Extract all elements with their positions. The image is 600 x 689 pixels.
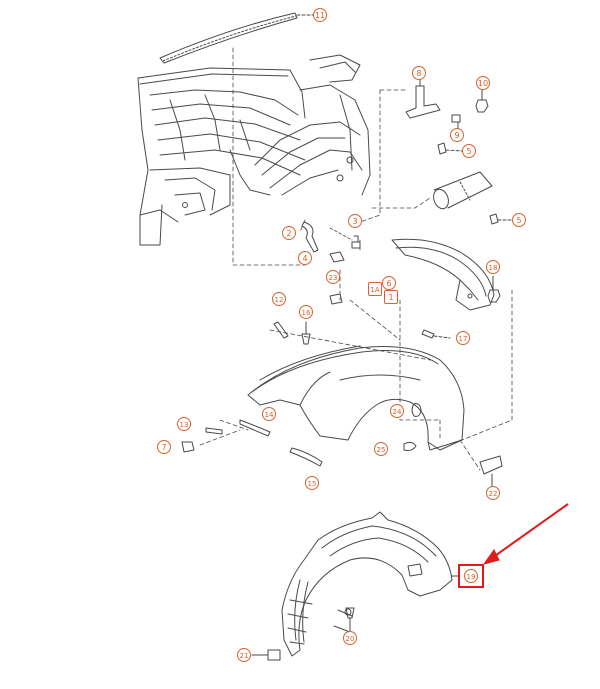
trim-strip-part bbox=[159, 12, 314, 64]
callout-22[interactable]: 22 bbox=[486, 486, 500, 500]
wheel-liner-upper-part bbox=[391, 238, 495, 311]
callout-10[interactable]: 10 bbox=[476, 76, 490, 90]
callout-20[interactable]: 20 bbox=[343, 631, 357, 645]
callout-6[interactable]: 6 bbox=[382, 276, 396, 290]
callout-18[interactable]: 18 bbox=[486, 260, 500, 274]
plate-part bbox=[479, 455, 503, 475]
callout-23[interactable]: 23 bbox=[326, 270, 340, 284]
screw-part bbox=[345, 607, 355, 619]
strip-part bbox=[239, 419, 271, 437]
callout-12[interactable]: 12 bbox=[272, 292, 286, 306]
strip-part bbox=[273, 321, 289, 339]
callout-1a[interactable]: 1A bbox=[368, 282, 382, 296]
callout-14[interactable]: 14 bbox=[262, 407, 276, 421]
callout-24[interactable]: 24 bbox=[390, 404, 404, 418]
callout-16[interactable]: 16 bbox=[299, 305, 313, 319]
callout-8[interactable]: 8 bbox=[412, 66, 426, 80]
highlight-box bbox=[458, 564, 484, 588]
front-fender-part bbox=[247, 345, 465, 451]
bolt-part bbox=[351, 235, 361, 249]
body-structure bbox=[137, 54, 371, 246]
clip-part bbox=[329, 251, 345, 263]
strut-part bbox=[433, 171, 493, 210]
callout-17[interactable]: 17 bbox=[456, 331, 470, 345]
clip-part bbox=[437, 142, 447, 155]
clip-part bbox=[267, 649, 281, 661]
bolt-part bbox=[451, 114, 461, 131]
hose-part bbox=[301, 221, 319, 253]
callout-25[interactable]: 25 bbox=[374, 442, 388, 456]
callout-7[interactable]: 7 bbox=[157, 440, 171, 454]
callout-1[interactable]: 1 bbox=[384, 290, 398, 304]
callout-13[interactable]: 13 bbox=[177, 417, 191, 431]
nut-part bbox=[487, 289, 501, 303]
screw-part bbox=[301, 333, 311, 345]
callout-3[interactable]: 3 bbox=[348, 214, 362, 228]
callout-21[interactable]: 21 bbox=[237, 648, 251, 662]
callout-9[interactable]: 9 bbox=[450, 128, 464, 142]
grommet-part bbox=[403, 441, 417, 451]
bolt-part bbox=[181, 441, 195, 453]
highlight-arrow bbox=[482, 503, 569, 565]
callout-5[interactable]: 5 bbox=[462, 144, 476, 158]
bracket-part bbox=[405, 79, 441, 119]
callout-4[interactable]: 4 bbox=[298, 251, 312, 265]
callout-15[interactable]: 15 bbox=[305, 476, 319, 490]
grommet-part bbox=[411, 403, 422, 417]
nut-part bbox=[475, 99, 489, 113]
callout-11[interactable]: 11 bbox=[313, 8, 327, 22]
clip-part bbox=[329, 293, 343, 305]
wheel-arch-liner-part bbox=[281, 511, 453, 657]
strip-part bbox=[205, 427, 223, 435]
callout-19[interactable]: 19 bbox=[464, 569, 478, 583]
screw-part bbox=[421, 329, 435, 339]
callout-5[interactable]: 5 bbox=[512, 213, 526, 227]
callout-2[interactable]: 2 bbox=[282, 226, 296, 240]
strip-part bbox=[289, 447, 323, 467]
